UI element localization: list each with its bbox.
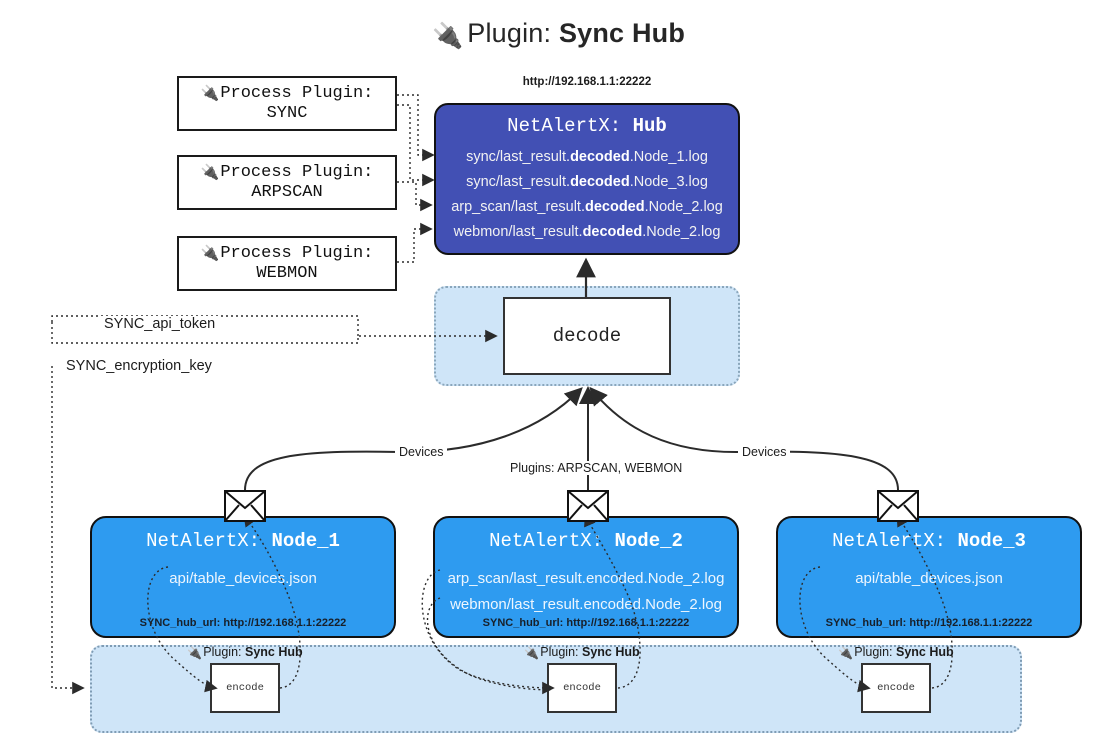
- hub-title: NetAlertX: Hub: [436, 115, 738, 137]
- wire-node1-to-decode: [244, 387, 583, 491]
- wire-arpscan-to-hub-row3: [397, 181, 433, 212]
- envelope-icon: [877, 490, 919, 522]
- hub-log-row: webmon/last_result.decoded.Node_2.log: [453, 224, 721, 240]
- hub-log-row: sync/last_result.decoded.Node_1.log: [466, 149, 708, 165]
- process-plugin-webmon-line1: 🔌Process Plugin:: [200, 243, 374, 263]
- node-1-file-list: api/table_devices.json: [92, 566, 394, 592]
- edge-label-devices-left: Devices: [395, 445, 448, 459]
- node-2-hub-url: SYNC_hub_url: http://192.168.1.1:22222: [482, 617, 690, 629]
- page-title: 🔌Plugin: Sync Hub: [0, 18, 1117, 51]
- node-box-node-1[interactable]: NetAlertX: Node_1 api/table_devices.json…: [90, 516, 396, 638]
- hub-log-list: sync/last_result.decoded.Node_1.log sync…: [436, 145, 738, 245]
- sync-api-token-label: SYNC_api_token: [100, 316, 220, 332]
- node-file-line: api/table_devices.json: [169, 570, 317, 587]
- wire-sync-to-hub-row2: [397, 104, 435, 187]
- encode-box-1[interactable]: encode: [210, 663, 280, 713]
- wire-encryption-key-to-encode-band: [51, 366, 85, 695]
- decode-box[interactable]: decode: [503, 297, 671, 375]
- process-plugin-webmon-line2: WEBMON: [256, 263, 318, 283]
- wire-sync-to-hub-row1: [397, 94, 435, 162]
- page-title-prefix: Plugin:: [467, 18, 552, 48]
- hub-log-row: arp_scan/last_result.decoded.Node_2.log: [451, 199, 723, 215]
- node-1-hub-url: SYNC_hub_url: http://192.168.1.1:22222: [139, 617, 347, 629]
- node-file-line: arp_scan/last_result.encoded.Node_2.log: [447, 570, 725, 587]
- process-plugin-box-webmon[interactable]: 🔌Process Plugin: WEBMON: [177, 236, 397, 291]
- plug-icon: 🔌: [200, 163, 220, 181]
- process-plugin-sync-line1: 🔌Process Plugin:: [200, 83, 374, 103]
- encode-caption-2: 🔌Plugin: Sync Hub: [524, 645, 640, 660]
- process-plugin-sync-line2: SYNC: [266, 103, 308, 123]
- plug-icon: 🔌: [524, 646, 540, 660]
- node-3-hub-url: SYNC_hub_url: http://192.168.1.1:22222: [825, 617, 1033, 629]
- node-box-node-3[interactable]: NetAlertX: Node_3 api/table_devices.json…: [776, 516, 1082, 638]
- hub-box[interactable]: NetAlertX: Hub sync/last_result.decoded.…: [434, 103, 740, 255]
- hub-log-row: sync/last_result.decoded.Node_3.log: [466, 174, 708, 190]
- envelope-icon: [567, 490, 609, 522]
- node-file-line: api/table_devices.json: [855, 570, 1003, 587]
- hub-title-name: Hub: [632, 115, 667, 137]
- hub-url-label: http://192.168.1.1:22222: [522, 76, 652, 88]
- hub-title-prefix: NetAlertX:: [507, 115, 622, 137]
- envelope-icon: [224, 490, 266, 522]
- plug-icon: 🔌: [200, 244, 220, 262]
- node-2-title: NetAlertX: Node_2: [489, 530, 683, 552]
- encode-caption-3: 🔌Plugin: Sync Hub: [838, 645, 954, 660]
- process-plugin-arpscan-line1: 🔌Process Plugin:: [200, 162, 374, 182]
- plug-icon: 🔌: [838, 646, 854, 660]
- process-plugin-box-arpscan[interactable]: 🔌Process Plugin: ARPSCAN: [177, 155, 397, 210]
- wire-node3-to-decode: [589, 386, 899, 491]
- plug-icon: 🔌: [200, 84, 220, 102]
- plug-icon: 🔌: [187, 646, 203, 660]
- encode-box-3[interactable]: encode: [861, 663, 931, 713]
- encode-box-2[interactable]: encode: [547, 663, 617, 713]
- encode-caption-1: 🔌Plugin: Sync Hub: [187, 645, 303, 660]
- node-file-line: webmon/last_result.encoded.Node_2.log: [450, 596, 722, 613]
- node-1-title: NetAlertX: Node_1: [146, 530, 340, 552]
- wire-webmon-to-hub-row4: [397, 222, 433, 263]
- edge-label-devices-right: Devices: [738, 445, 791, 459]
- page-title-name: Sync Hub: [558, 18, 686, 48]
- plug-icon: 🔌: [431, 22, 464, 50]
- node-2-file-list: arp_scan/last_result.encoded.Node_2.log …: [435, 566, 737, 618]
- process-plugin-box-sync[interactable]: 🔌Process Plugin: SYNC: [177, 76, 397, 131]
- node-3-file-list: api/table_devices.json: [778, 566, 1080, 592]
- node-3-title: NetAlertX: Node_3: [832, 530, 1026, 552]
- process-plugin-arpscan-line2: ARPSCAN: [251, 182, 323, 202]
- sync-encryption-key-label: SYNC_encryption_key: [62, 358, 216, 374]
- edge-label-plugins-center: Plugins: ARPSCAN, WEBMON: [506, 461, 687, 475]
- node-box-node-2[interactable]: NetAlertX: Node_2 arp_scan/last_result.e…: [433, 516, 739, 638]
